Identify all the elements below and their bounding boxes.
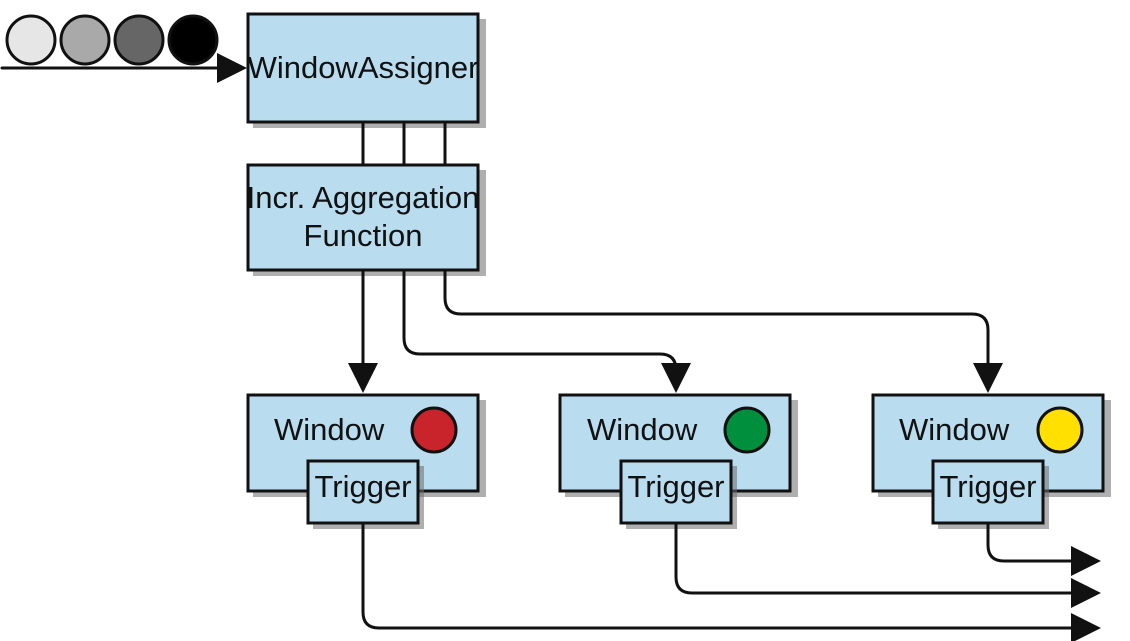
aggregation-function-box — [246, 163, 480, 272]
assigner-to-aggregation-links — [361, 120, 447, 167]
input-event-stream — [0, 14, 247, 83]
aggregation-function-node: Incr. Aggregation Function — [246, 163, 486, 276]
trigger-box-2 — [619, 459, 733, 525]
window-label-2: Window — [587, 412, 698, 447]
output-arrow-3 — [986, 521, 1101, 576]
window-label-3: Window — [899, 412, 1010, 447]
trigger-box-3 — [931, 459, 1045, 525]
output-arrows — [361, 521, 1101, 641]
window-status-dot-1 — [410, 406, 458, 454]
window-assigner-node: WindowAssigner — [246, 12, 486, 128]
window-node-1: Window Trigger — [246, 393, 486, 529]
trigger-box-1 — [306, 459, 420, 525]
window-node-3: Window Trigger — [871, 393, 1111, 529]
window-node-2: Window Trigger — [558, 393, 798, 529]
output-arrow-1 — [361, 521, 1101, 641]
trigger-label-2: Trigger — [627, 469, 724, 504]
input-event-2 — [59, 14, 111, 66]
trigger-label-3: Trigger — [939, 469, 1036, 504]
input-event-1 — [5, 14, 57, 66]
output-arrow-2 — [674, 521, 1101, 608]
window-label-1: Window — [274, 412, 385, 447]
window-assigner-label: WindowAssigner — [248, 50, 479, 85]
aggregation-label-line2: Function — [304, 218, 423, 253]
window-assigner-box — [246, 12, 480, 124]
route-window-2 — [402, 268, 691, 393]
window-status-dot-2 — [723, 406, 771, 454]
trigger-label-1: Trigger — [314, 469, 411, 504]
input-event-3 — [113, 14, 165, 66]
aggregation-to-window-links — [348, 268, 1003, 393]
route-window-3 — [443, 268, 1003, 393]
aggregation-label-line1: Incr. Aggregation — [247, 180, 480, 215]
input-event-4 — [167, 14, 219, 66]
window-status-dot-3 — [1036, 406, 1084, 454]
